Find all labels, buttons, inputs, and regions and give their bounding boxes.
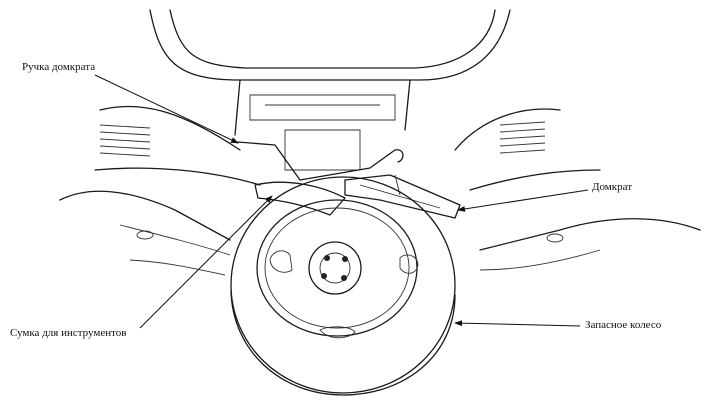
leader-tool-bag [139, 195, 273, 329]
tool-bag-part [254, 181, 346, 216]
leader-jack-handle [94, 74, 239, 144]
label-jack-handle: Ручка домкрата [22, 61, 96, 73]
jack-handle-part [237, 141, 404, 181]
label-spare-wheel: Запасное колесо [585, 319, 662, 331]
label-jack: Домкрат [592, 181, 633, 193]
spare-wheel-part [230, 176, 456, 396]
trunk-body [59, 9, 701, 276]
leader-jack [457, 189, 589, 212]
label-tool-bag: Сумка для инструментов [10, 327, 127, 339]
leader-spare-wheel [454, 320, 581, 327]
